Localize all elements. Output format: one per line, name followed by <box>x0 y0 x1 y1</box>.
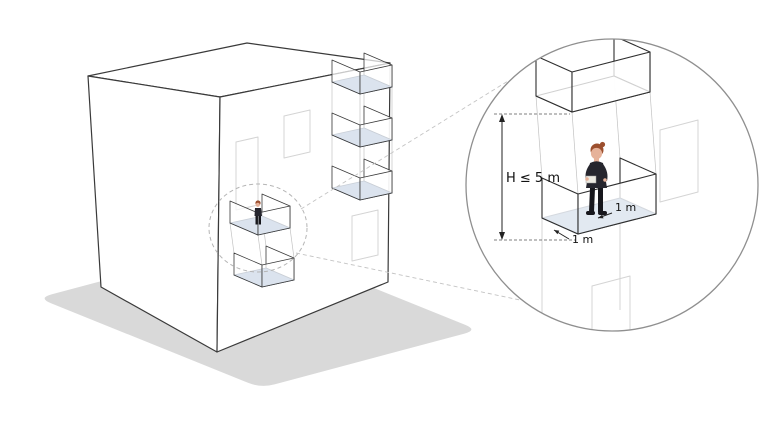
balcony-wall <box>577 173 657 235</box>
height-dimension: H ≤ 5 m <box>494 113 576 241</box>
depth-dimension: 1 m <box>597 201 636 219</box>
balcony-right-top <box>331 52 393 95</box>
zoom-balcony-upper <box>535 39 651 113</box>
highlight-circle <box>208 183 308 273</box>
height-limit-label: H ≤ 5 m <box>506 171 560 186</box>
connector-line <box>535 95 543 179</box>
magnified-view: H ≤ 5 m 1 m 1 m <box>465 38 759 332</box>
person-hand <box>603 178 607 182</box>
person-neck <box>594 158 599 163</box>
zoom-balcony-main <box>541 157 657 235</box>
width-dimension-label: 1 m <box>572 233 593 246</box>
connector-line <box>257 234 263 266</box>
balcony-wall <box>261 257 295 288</box>
wall-opening-window <box>351 209 379 262</box>
callout-line-upper <box>300 80 509 210</box>
person-leg <box>589 188 595 212</box>
callout-line-lower <box>295 252 521 301</box>
balcony-wall <box>571 51 651 113</box>
person-arm <box>601 164 608 182</box>
person-body <box>254 208 262 216</box>
wall-opening-window <box>659 119 699 203</box>
connector-line <box>649 91 657 175</box>
width-dimension: 1 m <box>553 229 593 246</box>
connector-line <box>289 227 295 259</box>
wall-opening-window <box>283 109 311 159</box>
person-figure-small <box>254 200 262 225</box>
person-hair-bun <box>599 141 606 148</box>
dimension-arrowhead <box>598 214 604 219</box>
person-figure-zoom <box>585 141 608 215</box>
person-foot <box>598 211 607 215</box>
balcony-wall <box>359 170 393 201</box>
balcony-wall <box>359 64 393 95</box>
balcony-wall <box>359 117 393 148</box>
dimension-arrowhead-up <box>499 114 505 122</box>
connector-line <box>571 111 579 195</box>
connector-line <box>229 222 235 254</box>
person-head <box>590 147 603 160</box>
zoom-content: H ≤ 5 m 1 m 1 m <box>494 39 699 331</box>
person-hand <box>585 177 589 181</box>
dimension-arrowhead <box>554 230 560 235</box>
person-foot <box>586 211 595 215</box>
balcony-middle-lower <box>233 245 295 288</box>
balcony-right-bottom <box>331 158 393 201</box>
balcony-middle-upper <box>229 193 291 236</box>
person-head <box>255 202 260 207</box>
person-leg <box>598 188 603 212</box>
balcony-right-middle <box>331 105 393 148</box>
person-leg <box>258 216 261 225</box>
zoom-circle-border <box>465 38 759 332</box>
person-leg <box>255 216 258 225</box>
depth-dimension-label: 1 m <box>615 201 636 214</box>
dimension-arrowhead-down <box>499 232 505 240</box>
balcony-wall <box>257 205 291 236</box>
